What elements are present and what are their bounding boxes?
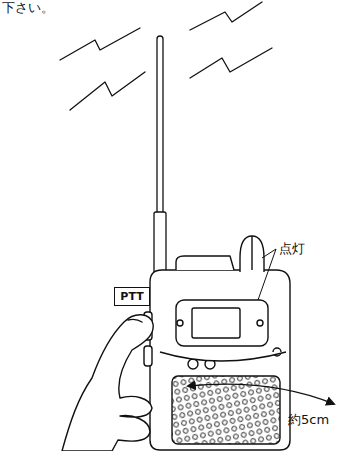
lamp-label: 点灯 bbox=[279, 241, 305, 256]
radio-waves bbox=[60, 2, 272, 110]
distance-arrow bbox=[188, 384, 334, 404]
antenna bbox=[154, 36, 166, 276]
cropped-note: 下さい。 bbox=[2, 0, 54, 15]
leader-lines bbox=[258, 249, 276, 300]
hand bbox=[62, 315, 153, 451]
radio-body bbox=[144, 236, 290, 450]
distance-label: 約5cm bbox=[288, 412, 329, 427]
button-name: PTT bbox=[120, 291, 143, 303]
button-label-box: PTT bbox=[114, 287, 150, 306]
